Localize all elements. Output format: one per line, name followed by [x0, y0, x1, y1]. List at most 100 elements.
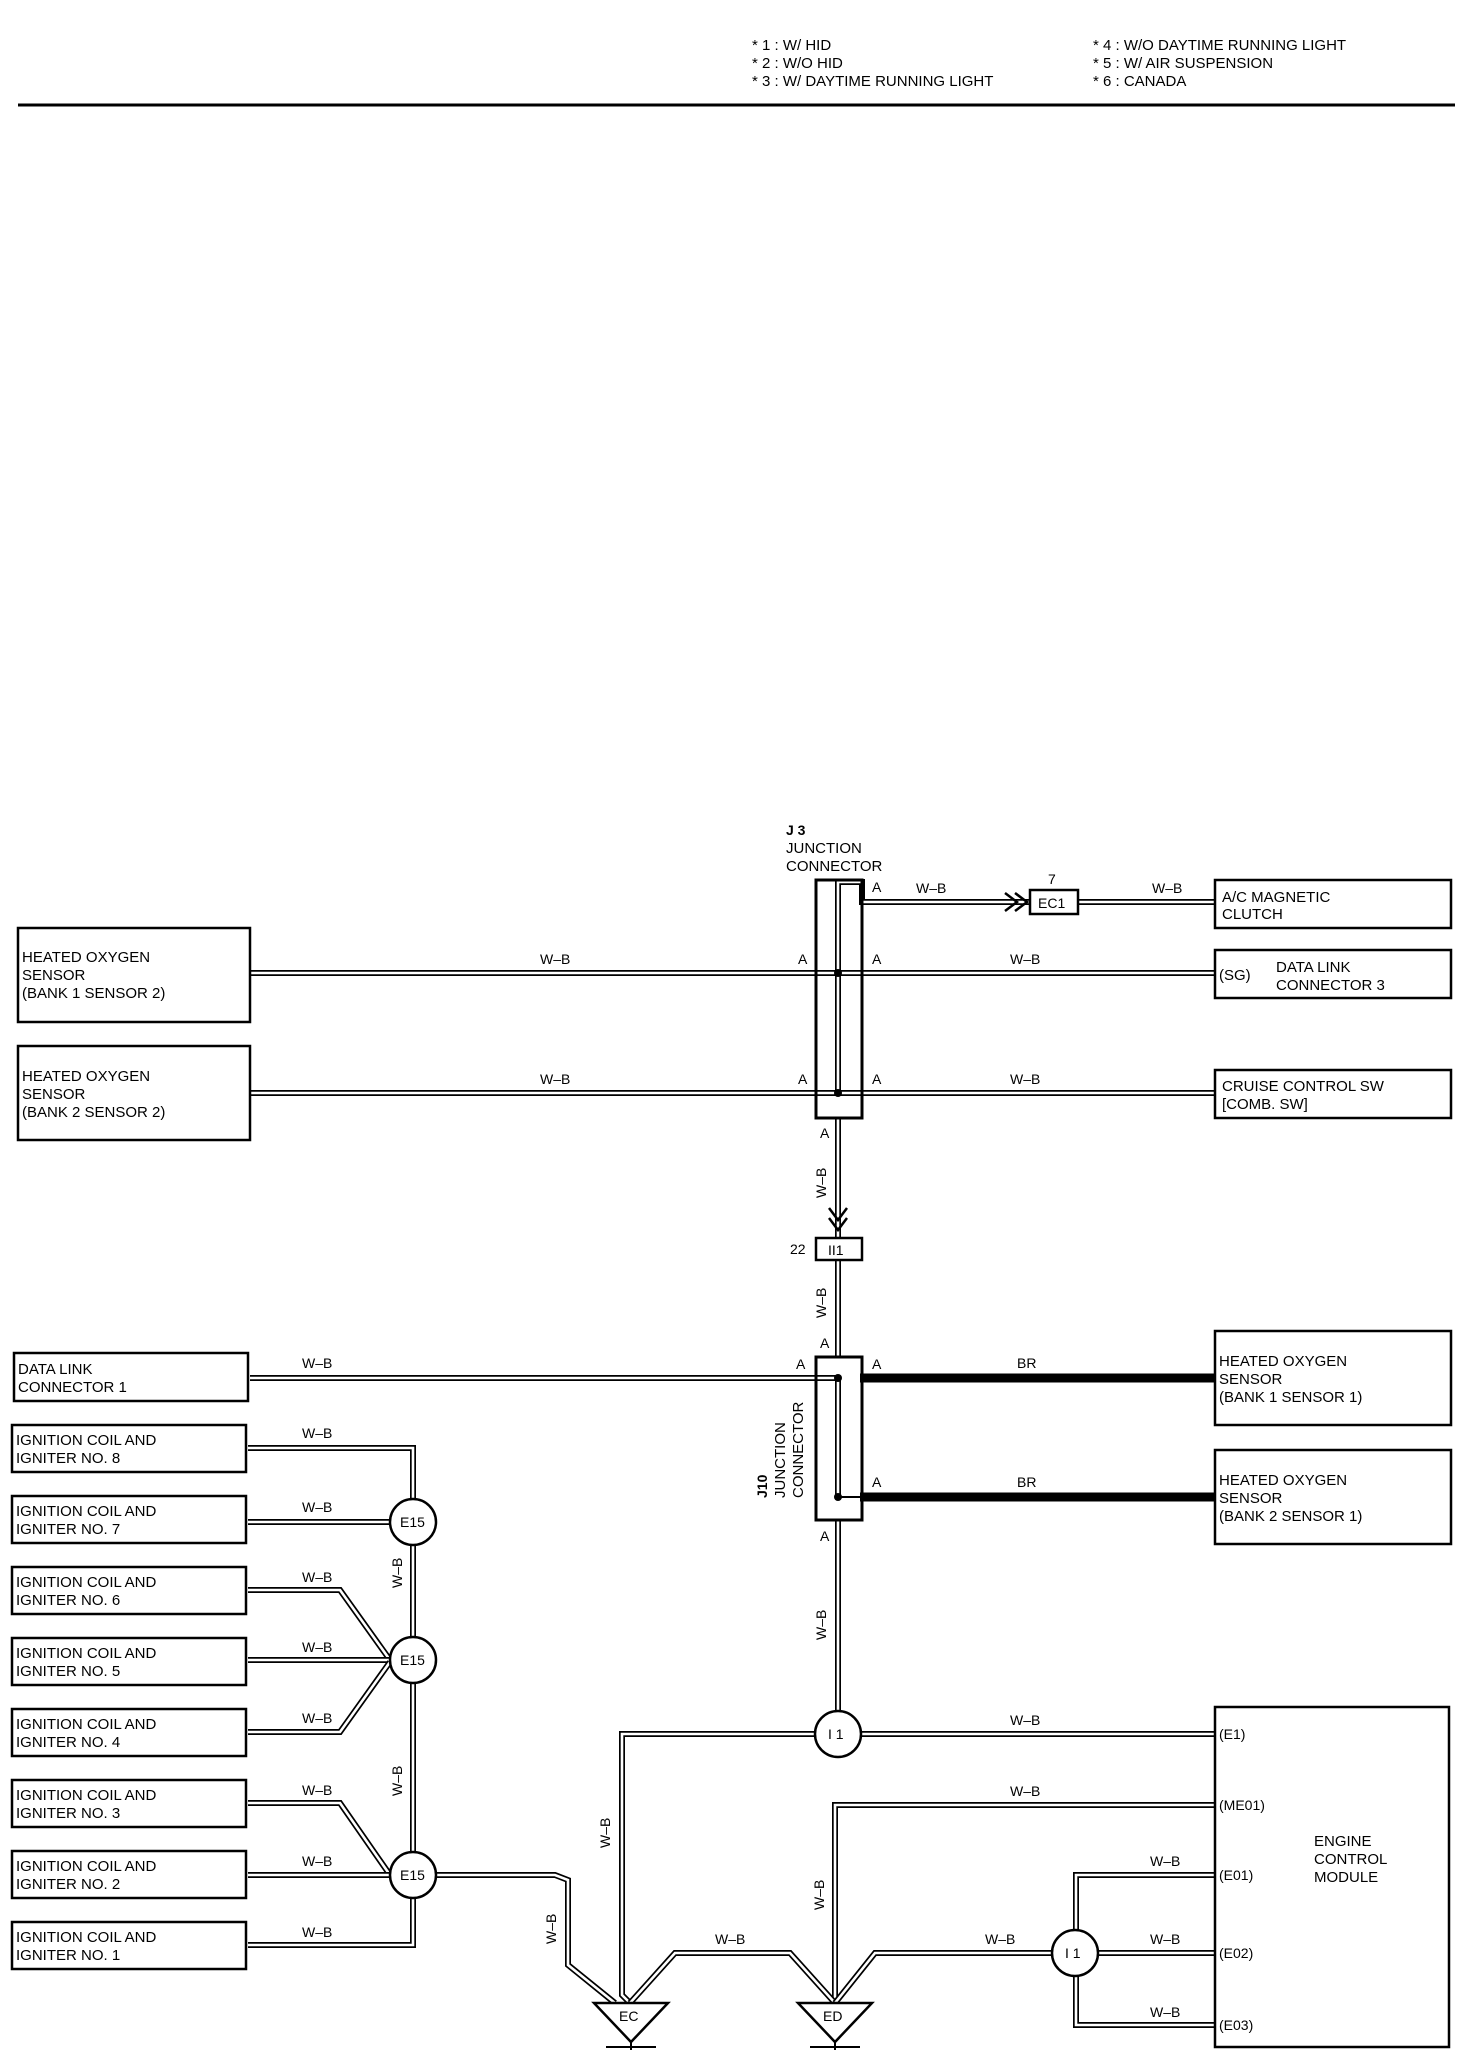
svg-text:A: A [798, 1071, 808, 1087]
svg-text:E15: E15 [400, 1652, 425, 1668]
pin-a-labels: A A A A A A A A A A A [796, 879, 882, 1544]
svg-text:W–B: W–B [1010, 1712, 1040, 1728]
svg-text:IGNITER NO. 5: IGNITER NO. 5 [16, 1663, 120, 1680]
svg-text:E15: E15 [400, 1867, 425, 1883]
svg-text:A: A [872, 1474, 882, 1490]
heated-oxygen-sensor-bank2-sensor1: HEATED OXYGEN SENSOR (BANK 2 SENSOR 1) [1213, 1448, 1453, 1546]
ignition-coil-6: IGNITION COIL AND IGNITER NO. 6 [10, 1565, 248, 1616]
svg-text:A: A [820, 1528, 830, 1544]
svg-text:IGNITER NO. 1: IGNITER NO. 1 [16, 1947, 120, 1964]
svg-text:IGNITION COIL AND: IGNITION COIL AND [16, 1858, 156, 1875]
svg-text:W–B: W–B [389, 1558, 405, 1588]
splice-points [834, 969, 842, 1501]
data-link-connector-3: (SG) DATA LINK CONNECTOR 3 [1213, 948, 1453, 1000]
svg-text:CRUISE CONTROL SW: CRUISE CONTROL SW [1222, 1078, 1385, 1095]
svg-text:A: A [796, 1356, 806, 1372]
svg-text:IGNITION COIL AND: IGNITION COIL AND [16, 1574, 156, 1591]
heated-oxygen-sensor-bank1-sensor1: HEATED OXYGEN SENSOR (BANK 1 SENSOR 1) [1213, 1329, 1453, 1427]
svg-text:IGNITION COIL AND: IGNITION COIL AND [16, 1716, 156, 1733]
svg-text:IGNITION COIL AND: IGNITION COIL AND [16, 1787, 156, 1804]
ignition-coil-5: IGNITION COIL AND IGNITER NO. 5 [10, 1636, 248, 1687]
svg-text:J 3: J 3 [786, 822, 806, 838]
svg-text:W–B: W–B [389, 1766, 405, 1796]
svg-text:I 1: I 1 [828, 1726, 844, 1742]
svg-text:W–B: W–B [1010, 1071, 1040, 1087]
svg-text:IGNITER NO. 8: IGNITER NO. 8 [16, 1450, 120, 1467]
svg-text:W–B: W–B [811, 1880, 827, 1910]
ecm-pin-e1: (E1) [1219, 1726, 1245, 1742]
note-5: * 5 : W/ AIR SUSPENSION [1093, 55, 1273, 72]
svg-text:(SG): (SG) [1219, 967, 1251, 984]
ecm-pin-me01: (ME01) [1219, 1797, 1265, 1813]
ignition-coil-3: IGNITION COIL AND IGNITER NO. 3 [10, 1778, 248, 1829]
svg-text:W–B: W–B [302, 1425, 332, 1441]
ignition-coil-4: IGNITION COIL AND IGNITER NO. 4 [10, 1707, 248, 1758]
splice-e15-lower: E15 [388, 1850, 438, 1900]
note-1: * 1 : W/ HID [752, 37, 831, 54]
ecm-pin-e01: (E01) [1219, 1867, 1253, 1883]
ecm-pin-e02: (E02) [1219, 1945, 1253, 1961]
svg-text:W–B: W–B [1152, 880, 1182, 896]
svg-text:W–B: W–B [1010, 951, 1040, 967]
svg-text:MODULE: MODULE [1314, 1869, 1378, 1886]
svg-text:IGNITION COIL AND: IGNITION COIL AND [16, 1645, 156, 1662]
ignition-coil-2: IGNITION COIL AND IGNITER NO. 2 [10, 1849, 248, 1900]
note-6: * 6 : CANADA [1093, 73, 1186, 90]
svg-text:A: A [872, 1356, 882, 1372]
svg-text:IGNITER NO. 2: IGNITER NO. 2 [16, 1876, 120, 1893]
splice-i1-main: I 1 [813, 1709, 863, 1759]
data-link-connector-1: DATA LINK CONNECTOR 1 [12, 1351, 250, 1403]
svg-text:[COMB. SW]: [COMB. SW] [1222, 1096, 1308, 1113]
splice-i1-ecm: I 1 [1050, 1928, 1100, 1978]
wire-e15-ec [435, 1872, 617, 2006]
ground-ec: EC [591, 2001, 671, 2050]
note-2: * 2 : W/O HID [752, 55, 843, 72]
svg-text:7: 7 [1048, 871, 1056, 887]
svg-text:A/C MAGNETIC: A/C MAGNETIC [1222, 889, 1331, 906]
svg-text:22: 22 [790, 1241, 806, 1257]
svg-text:W–B: W–B [1150, 1931, 1180, 1947]
heated-oxygen-sensor-bank2-sensor2: HEATED OXYGEN SENSOR (BANK 2 SENSOR 2) [16, 1044, 252, 1142]
wires [248, 879, 1218, 2028]
svg-text:A: A [872, 879, 882, 895]
svg-text:CONNECTOR: CONNECTOR [790, 1401, 807, 1498]
svg-text:(BANK 2 SENSOR 2): (BANK 2 SENSOR 2) [22, 1104, 165, 1121]
svg-text:W–B: W–B [985, 1931, 1015, 1947]
splice-e15-upper: E15 [388, 1497, 438, 1547]
svg-text:SENSOR: SENSOR [22, 967, 86, 984]
svg-text:CONTROL: CONTROL [1314, 1851, 1387, 1868]
svg-text:W–B: W–B [543, 1914, 559, 1944]
svg-text:ED: ED [823, 2008, 842, 2024]
svg-text:W–B: W–B [813, 1610, 829, 1640]
svg-text:CONNECTOR: CONNECTOR [786, 858, 883, 875]
svg-text:SENSOR: SENSOR [22, 1086, 86, 1103]
junction-connector-j10: J10 JUNCTION CONNECTOR [754, 1355, 864, 1522]
ignition-coil-1: IGNITION COIL AND IGNITER NO. 1 [10, 1920, 248, 1971]
svg-text:CONNECTOR 3: CONNECTOR 3 [1276, 977, 1385, 994]
svg-text:W–B: W–B [302, 1782, 332, 1798]
svg-text:EC: EC [619, 2008, 638, 2024]
svg-text:IGNITER NO. 3: IGNITER NO. 3 [16, 1805, 120, 1822]
svg-text:J10: J10 [754, 1474, 770, 1498]
connector-ec1: EC1 7 [1004, 871, 1080, 916]
wire-ec-ed [627, 1950, 838, 2006]
junction-connector-j3: J 3 JUNCTION CONNECTOR [786, 822, 883, 1120]
svg-text:W–B: W–B [302, 1710, 332, 1726]
svg-text:W–B: W–B [1010, 1783, 1040, 1799]
svg-text:I 1: I 1 [1065, 1945, 1081, 1961]
svg-text:IGNITER NO. 6: IGNITER NO. 6 [16, 1592, 120, 1609]
note-3: * 3 : W/ DAYTIME RUNNING LIGHT [752, 73, 993, 90]
notes-legend: * 1 : W/ HID * 2 : W/O HID * 3 : W/ DAYT… [752, 37, 1346, 90]
wire-coil-trunk [248, 1445, 416, 1910]
wire-me01-ed [832, 1802, 1218, 2003]
svg-text:W–B: W–B [1150, 2004, 1180, 2020]
svg-text:A: A [820, 1335, 830, 1351]
svg-text:DATA LINK: DATA LINK [1276, 959, 1350, 976]
svg-text:JUNCTION: JUNCTION [772, 1422, 789, 1498]
svg-text:W–B: W–B [813, 1168, 829, 1198]
svg-text:W–B: W–B [597, 1818, 613, 1848]
svg-text:II1: II1 [828, 1242, 844, 1258]
heated-oxygen-sensor-bank1-sensor2: HEATED OXYGEN SENSOR (BANK 1 SENSOR 2) [16, 926, 252, 1024]
splice-e15-middle: E15 [388, 1635, 438, 1685]
